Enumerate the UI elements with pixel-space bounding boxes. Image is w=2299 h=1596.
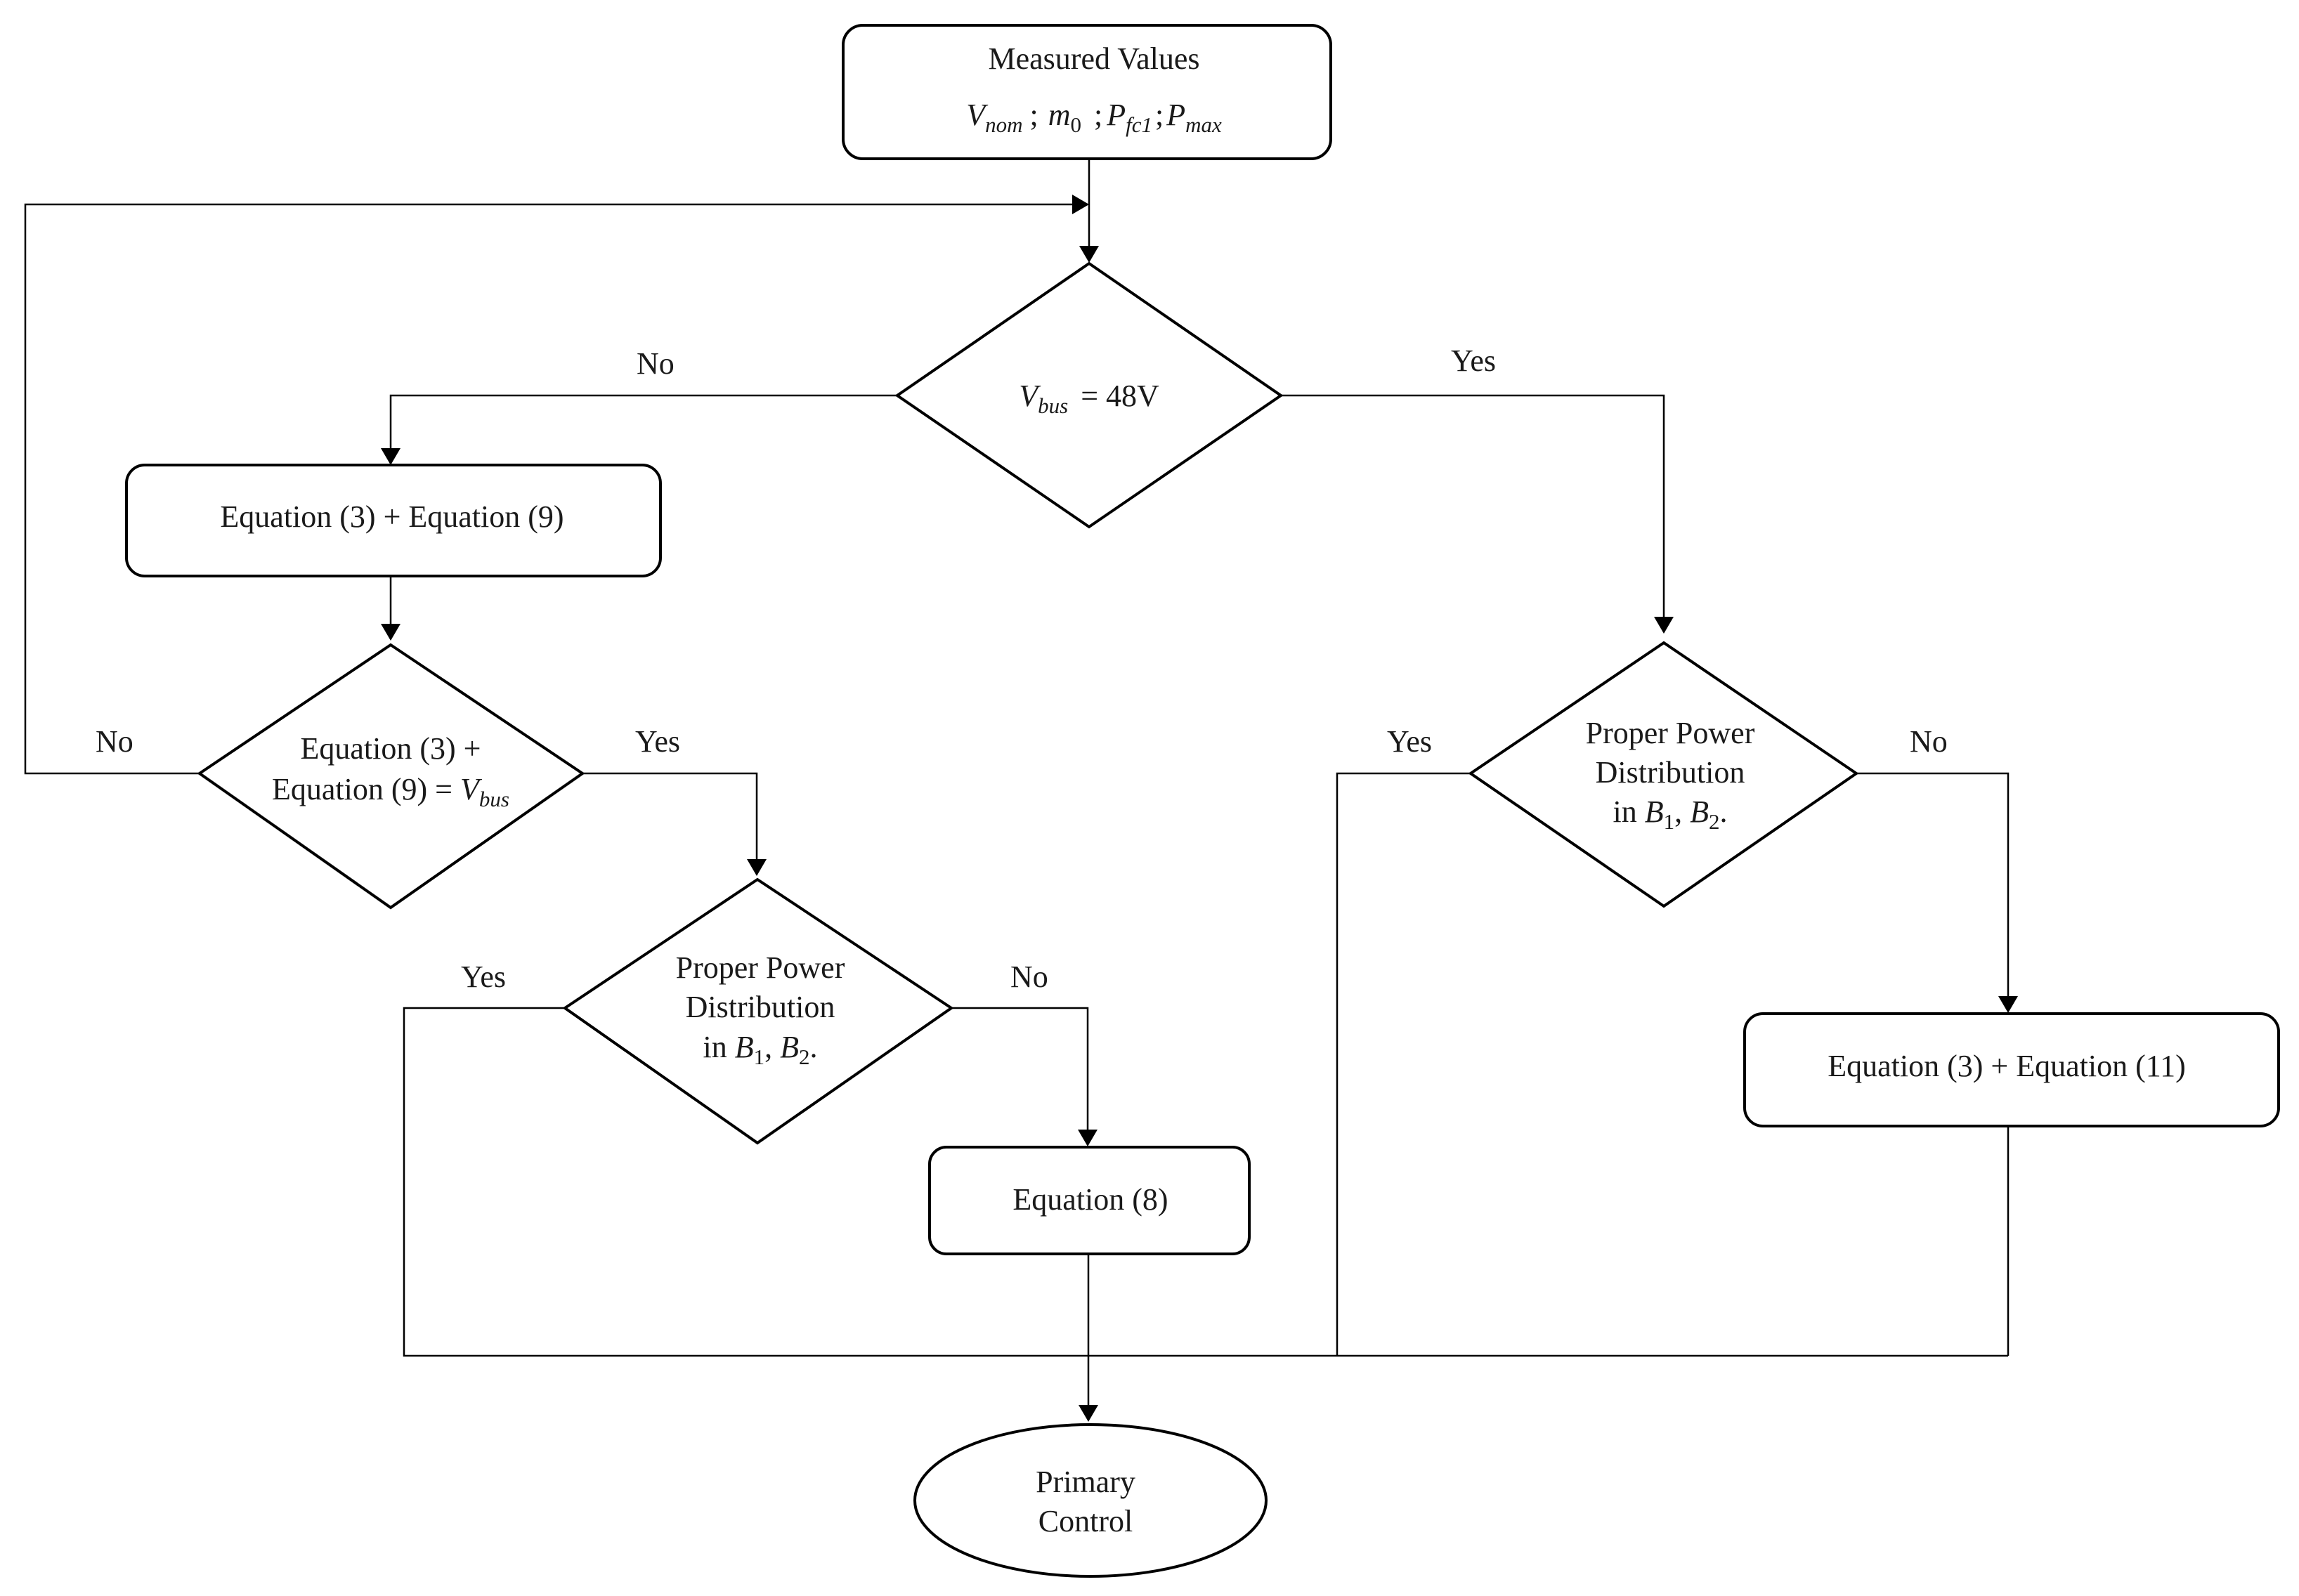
node-primary-control: Primary Control xyxy=(913,1423,1268,1578)
power-right-line3: in B1, B2. xyxy=(1613,794,1727,834)
label-right-power-no: No xyxy=(1910,724,1948,759)
node-eq3-eq11: Equation (3) + Equation (11) xyxy=(1743,1012,2280,1127)
edge-labels: No Yes No Yes Yes No Yes No xyxy=(96,344,1948,994)
power-left-line2: Distribution xyxy=(686,990,835,1024)
eq8-label: Equation (8) xyxy=(1012,1182,1168,1217)
node-eq3-eq9: Equation (3) + Equation (9) xyxy=(125,464,662,577)
decision-vbus-label: Vbus= 48V xyxy=(1019,379,1159,418)
decision-eq-equals-vbus: Equation (3) + Equation (9) = Vbus xyxy=(197,643,585,910)
edge-loop-back xyxy=(24,195,1089,775)
power-right-line2: Distribution xyxy=(1596,755,1745,790)
edge-right-power-yes xyxy=(1336,772,1471,1356)
label-vbus-no: No xyxy=(637,346,675,381)
decision-vbus-48v: Vbus= 48V xyxy=(894,261,1284,529)
label-eqvbus-yes: Yes xyxy=(635,724,680,759)
eq3-eq11-label: Equation (3) + Equation (11) xyxy=(1828,1049,2186,1083)
measured-variables: Vnom;m0;Pfc1;Pmax xyxy=(966,98,1222,137)
label-right-power-yes: Yes xyxy=(1387,724,1432,759)
label-left-power-yes: Yes xyxy=(461,960,506,994)
primary-line1: Primary xyxy=(1036,1465,1135,1499)
edge-left-power-yes xyxy=(403,1007,2008,1357)
edge-left-power-no xyxy=(951,1007,1098,1146)
label-eqvbus-no: No xyxy=(96,724,133,759)
connectors xyxy=(24,160,2018,1422)
power-left-line1: Proper Power xyxy=(676,950,845,985)
power-right-line1: Proper Power xyxy=(1586,716,1755,750)
decision-power-right: Proper Power Distribution in B1, B2. xyxy=(1468,641,1859,908)
edge-vbus-no xyxy=(381,394,897,465)
edge-eqvbus-yes xyxy=(582,772,767,876)
decision-eq-vbus-line2: Equation (9) = Vbus xyxy=(272,772,509,811)
node-eq8: Equation (8) xyxy=(928,1146,1251,1255)
label-left-power-no: No xyxy=(1010,960,1048,994)
measured-title: Measured Values xyxy=(989,41,1200,76)
decision-eq-vbus-line1: Equation (3) + xyxy=(301,731,481,766)
node-measured-values: Measured Values Vnom;m0;Pfc1;Pmax xyxy=(842,24,1332,160)
eq3-eq9-label: Equation (3) + Equation (9) xyxy=(220,499,564,534)
power-left-line3: in B1, B2. xyxy=(703,1030,817,1069)
edge-vbus-yes xyxy=(1281,394,1674,634)
primary-line2: Control xyxy=(1038,1504,1133,1538)
label-vbus-yes: Yes xyxy=(1451,344,1496,378)
edge-right-power-no xyxy=(1856,772,2018,1013)
decision-power-left: Proper Power Distribution in B1, B2. xyxy=(562,877,954,1145)
